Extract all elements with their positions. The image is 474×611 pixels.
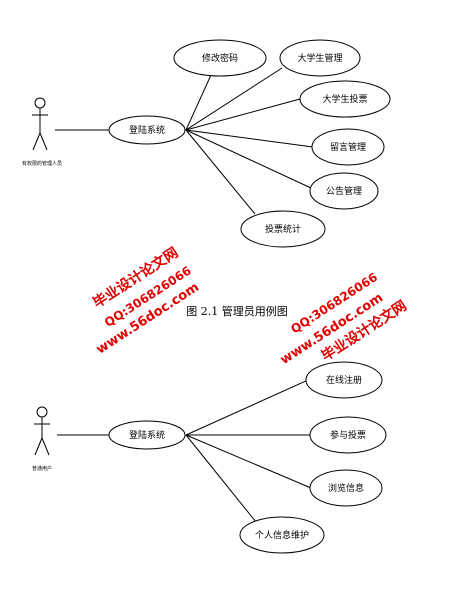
use-case-personal-info (239, 516, 325, 554)
use-case-browse-info-label: 浏览信息 (328, 482, 364, 494)
use-case-message-management-label: 留言管理 (330, 141, 366, 153)
use-case-online-register (305, 361, 383, 399)
user-actor-label: 普通用户 (32, 465, 52, 472)
use-case-student-voting-label: 大学生投票 (322, 93, 367, 105)
use-case-notice-management (309, 172, 379, 210)
figure-caption: 图 2.1 管理员用例图 (186, 304, 288, 318)
watermark-left: 毕业设计论文网 QQ:306826066 www.56doc.com (90, 244, 202, 358)
admin-include-links (185, 67, 314, 215)
admin-login-system-node (108, 115, 186, 145)
use-case-student-management (279, 39, 361, 77)
use-case-message-management (311, 128, 385, 166)
use-case-join-voting (309, 416, 387, 454)
use-case-online-register-label: 在线注册 (326, 374, 362, 386)
user-login-system-label: 登陆系统 (129, 429, 165, 441)
admin-actor-label: 有权限的管理人员 (22, 160, 62, 167)
use-case-student-voting (299, 80, 391, 118)
use-case-vote-statistics-label: 投票统计 (265, 223, 301, 235)
use-case-notice-management-label: 公告管理 (326, 185, 362, 197)
use-case-vote-statistics (240, 210, 326, 248)
use-case-change-password-label: 修改密码 (202, 52, 238, 64)
user-use-case-diagram: 普通用户 登陆系统 在线注册 参与投票 浏览信息 个人信息维护 (32, 361, 387, 554)
user-login-system-node (108, 420, 186, 450)
use-case-join-voting-label: 参与投票 (330, 429, 366, 441)
use-case-personal-info-label: 个人信息维护 (255, 529, 309, 541)
admin-login-system-label: 登陆系统 (129, 124, 165, 136)
admin-actor-icon (32, 97, 48, 151)
use-case-browse-info (309, 469, 383, 507)
user-include-links (185, 379, 312, 523)
use-case-change-password (173, 39, 267, 77)
admin-use-case-diagram: 有权限的管理人员 登陆系统 修改密码 大学生管理 大学生投票 留言管理 公告管理… (22, 39, 391, 248)
use-case-student-management-label: 大学生管理 (297, 52, 342, 64)
user-actor-icon (34, 406, 50, 456)
